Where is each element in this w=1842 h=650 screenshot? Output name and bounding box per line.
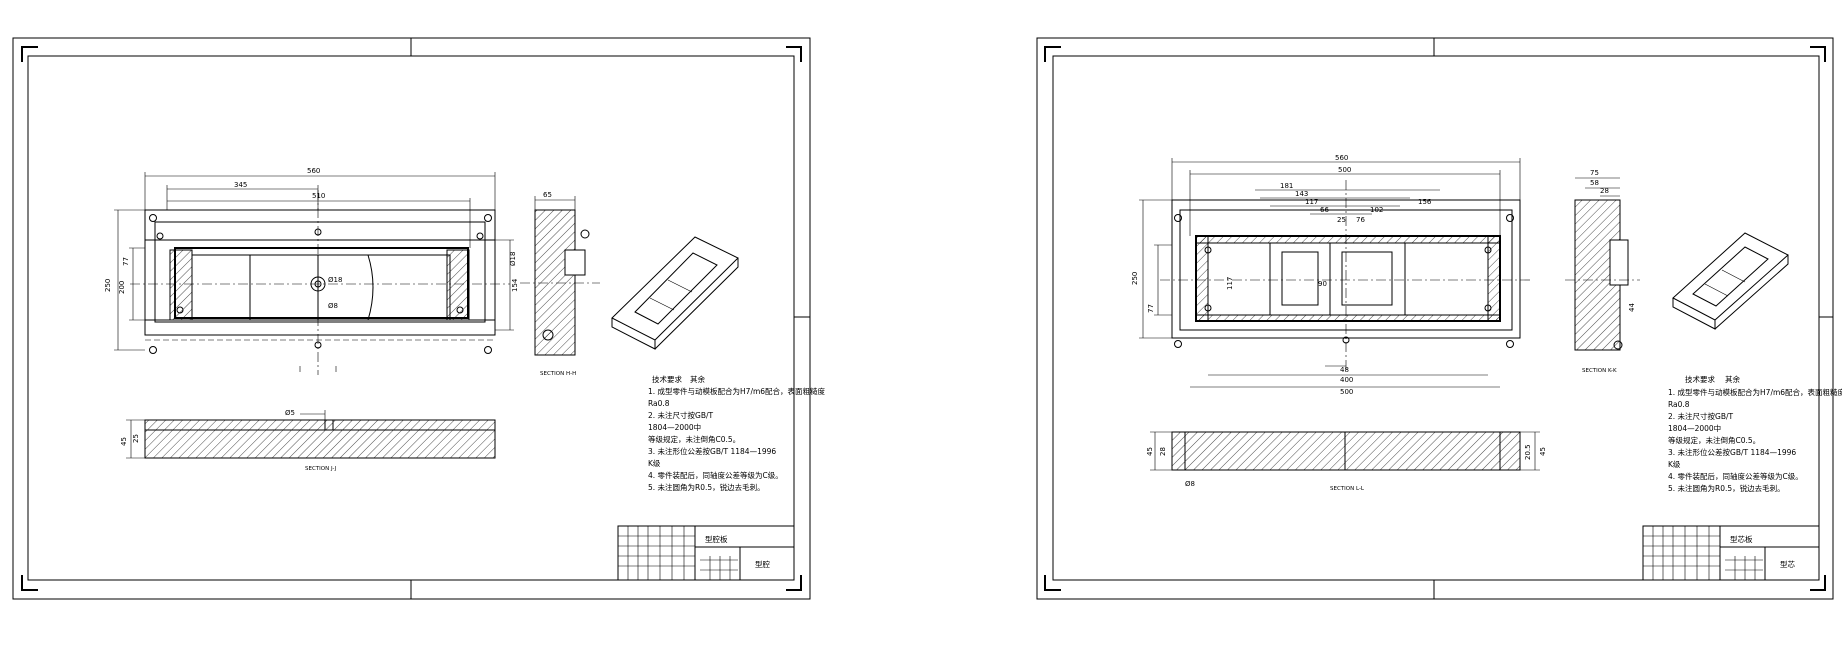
dim-66: 66 (1320, 206, 1329, 214)
note-line-3: 2. 未注尺寸按GB/T (1668, 411, 1734, 421)
plan-view (1139, 158, 1530, 388)
bsec-dim-phi8: Ø8 (1185, 480, 1195, 488)
sheet-outer-frame (1036, 37, 1834, 600)
dim-77: 77 (122, 257, 130, 266)
note-line-9: 5. 未注圆角为R0.5，锐边去毛刺。 (648, 482, 765, 492)
note-line-8: 4. 零件装配后，同轴度公差等级为C级。 (648, 470, 783, 480)
note-line-2: Ra0.8 (648, 399, 670, 408)
centering-marks (410, 38, 810, 599)
note-line-8: 4. 零件装配后，同轴度公差等级为C级。 (1668, 471, 1803, 481)
note-line-6: 3. 未注形位公差按GB/T 1184—1996 (648, 446, 776, 456)
note-line-1: 1. 成型零件与动模板配合为H7/m6配合，表面粗糙度 (1668, 387, 1842, 397)
isometric-view (611, 236, 739, 350)
dim-154: 154 (511, 278, 519, 292)
note-line-4: 1804—2000中 (1668, 423, 1721, 433)
dim-156: 156 (1418, 198, 1432, 206)
note-line-7: K级 (648, 458, 661, 468)
dim-overall-width: 560 (1335, 154, 1348, 162)
side-dim-44: 44 (1628, 303, 1636, 312)
sheet-right: 560 500 181 143 117 66 25 76 102 156 250… (1036, 37, 1842, 600)
side-section (520, 196, 600, 356)
dim-90: 90 (1318, 280, 1327, 288)
side-dim-58: 58 (1590, 179, 1599, 187)
note-line-5: 等级规定，未注倒角C0.5。 (648, 434, 740, 444)
bsec-dim-45-right: 45 (1539, 447, 1547, 456)
bottom-section (126, 410, 496, 459)
notes-roughness: 其余 (1725, 374, 1741, 384)
bsec-dim-45: 45 (120, 437, 128, 446)
section-side-label: SECTION K-K (1582, 368, 1617, 374)
side-section (1565, 177, 1640, 351)
title-label-b: 型芯 (1780, 559, 1796, 569)
dim-500-bottom: 500 (1340, 388, 1353, 396)
sheet-inner-frame (1052, 55, 1820, 581)
bsec-dim-20-5: 20.5 (1524, 444, 1532, 460)
dim-200: 200 (118, 281, 126, 294)
dim-500-top: 500 (1338, 166, 1351, 174)
bsec-dim-phi5: Ø5 (285, 409, 295, 417)
bsec-dim-25: 25 (132, 434, 140, 443)
bsec-dim-45-left: 45 (1146, 447, 1154, 456)
title-block (617, 525, 795, 581)
section-side-label: SECTION H-H (540, 371, 576, 377)
dim-181: 181 (1280, 182, 1293, 190)
bsec-dim-28: 28 (1159, 447, 1167, 456)
title-label-b: 型腔 (755, 559, 770, 569)
note-line-9: 5. 未注圆角为R0.5，锐边去毛刺。 (1668, 483, 1785, 493)
dim-510: 510 (312, 192, 325, 200)
note-line-6: 3. 未注形位公差按GB/T 1184—1996 (1668, 447, 1796, 457)
dim-102: 102 (1370, 206, 1383, 214)
dim-48: 48 (1340, 366, 1349, 374)
dim-117-side: 117 (1226, 277, 1234, 290)
dim-phi8: Ø8 (328, 302, 338, 310)
title-block (1642, 525, 1820, 581)
technical-notes: 技术要求 其余 1. 成型零件与动模板配合为H7/m6配合，表面粗糙度 Ra0.… (648, 374, 826, 492)
dim-77: 77 (1147, 304, 1155, 313)
section-bottom-label: SECTION L-L (1330, 486, 1365, 492)
side-dim-28: 28 (1600, 187, 1609, 195)
dim-400: 400 (1340, 376, 1353, 384)
dim-117: 117 (1305, 198, 1318, 206)
side-dim-75: 75 (1590, 169, 1599, 177)
dim-345: 345 (234, 181, 247, 189)
side-dim-phi18: Ø18 (509, 252, 517, 266)
dim-overall-width: 560 (307, 167, 320, 175)
note-line-5: 等级规定，未注倒角C0.5。 (1668, 435, 1760, 445)
section-bottom-label: SECTION J-J (305, 466, 337, 472)
note-line-1: 1. 成型零件与动模板配合为H7/m6配合，表面粗糙度 (648, 386, 826, 396)
technical-notes: 技术要求 其余 1. 成型零件与动模板配合为H7/m6配合，表面粗糙度 Ra0.… (1668, 374, 1842, 493)
sheet-left: 560 345 510 250 77 200 154 Ø18 Ø8 65 Ø18… (12, 37, 826, 600)
centering-marks (1433, 38, 1833, 599)
bottom-section (1150, 431, 1540, 471)
notes-heading: 技术要求 (652, 374, 682, 384)
dim-143: 143 (1295, 190, 1308, 198)
corner-marks (1044, 46, 1826, 591)
dim-76: 76 (1356, 216, 1365, 224)
title-label-a: 型腔板 (705, 534, 728, 544)
note-line-7: K级 (1668, 459, 1681, 469)
dim-height-total: 250 (104, 279, 112, 292)
title-label-a: 型芯板 (1730, 534, 1753, 544)
notes-heading: 技术要求 (1685, 374, 1715, 384)
isometric-view (1672, 232, 1789, 330)
dim-25: 25 (1337, 216, 1346, 224)
note-line-2: Ra0.8 (1668, 400, 1690, 409)
dim-phi18: Ø18 (328, 276, 342, 284)
note-line-4: 1804—2000中 (648, 422, 701, 432)
corner-marks (21, 46, 802, 591)
dim-height-total: 250 (1131, 272, 1139, 285)
notes-roughness: 其余 (690, 374, 705, 384)
plan-view (114, 172, 514, 375)
note-line-3: 2. 未注尺寸按GB/T (648, 410, 714, 420)
side-dim-65: 65 (543, 191, 552, 199)
